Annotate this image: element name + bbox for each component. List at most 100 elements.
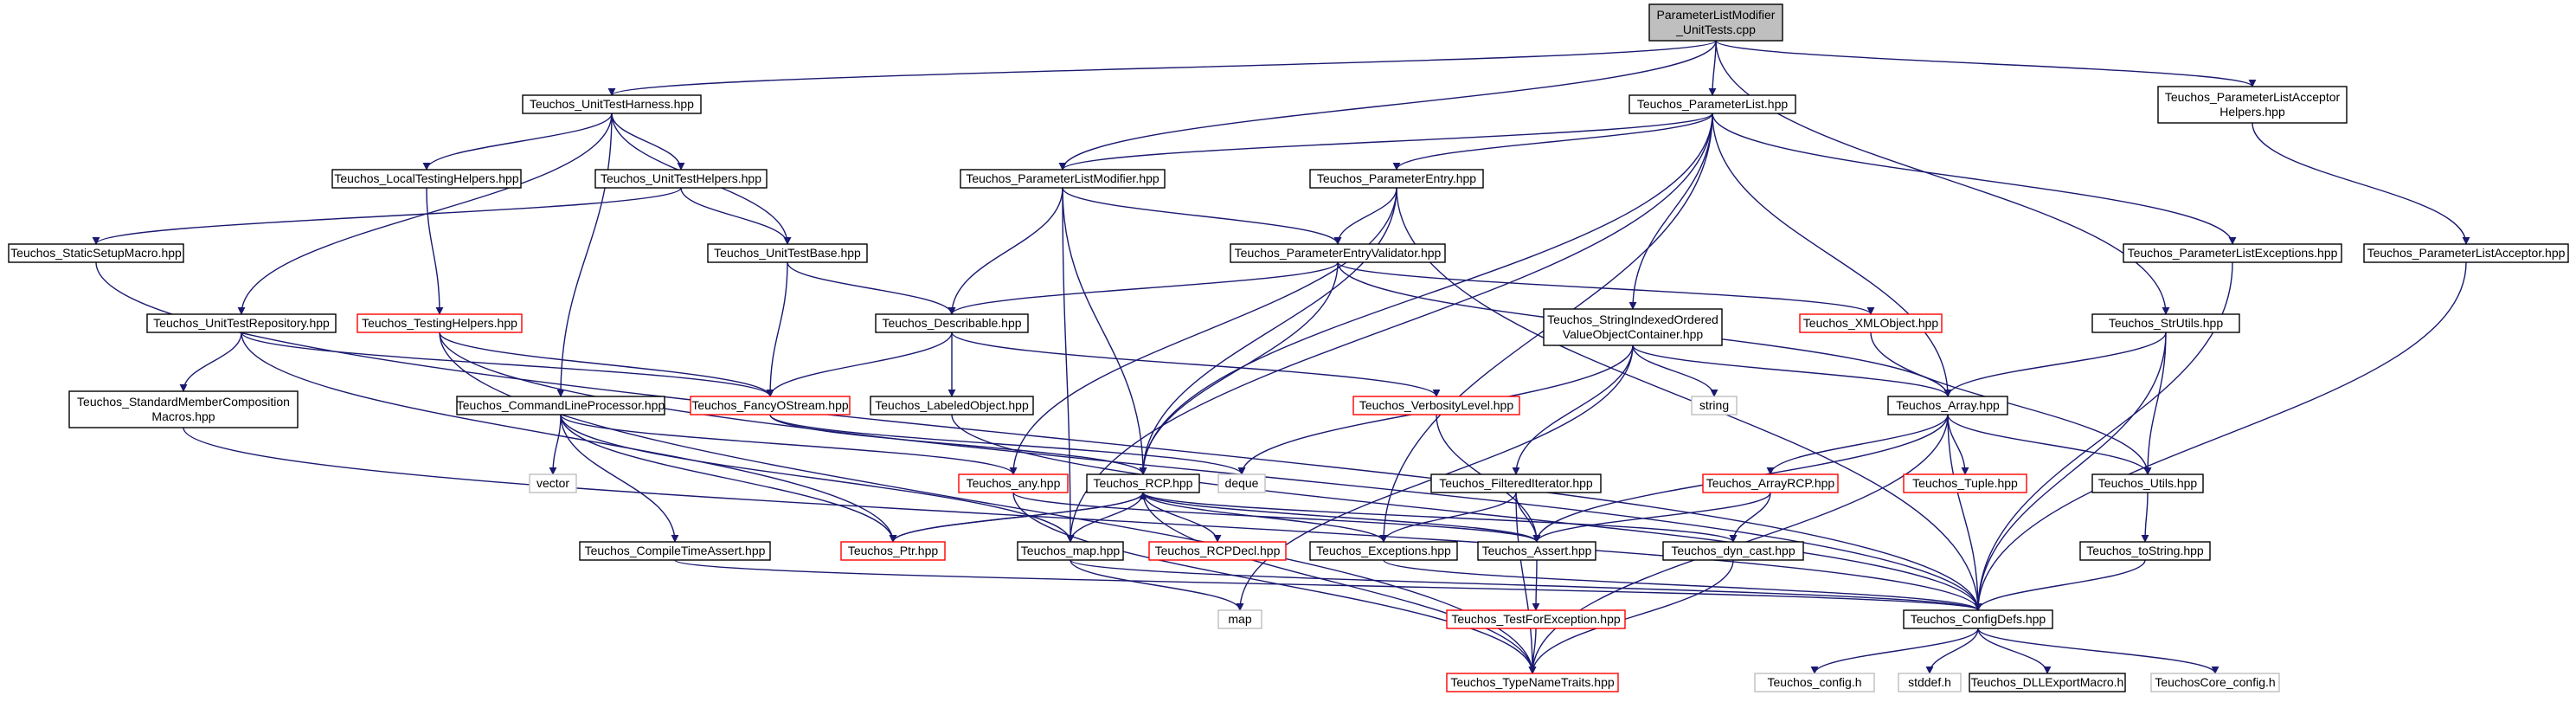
file-node-teuchos-describable-hpp[interactable]: Teuchos_Describable.hpp (875, 313, 1029, 333)
file-node-teuchos-unittestbase-hpp[interactable]: Teuchos_UnitTestBase.hpp (707, 243, 868, 263)
file-node-teuchos-utils-hpp[interactable]: Teuchos_Utils.hpp (2091, 473, 2204, 493)
node-label: Teuchos_FilteredIterator.hpp (1439, 476, 1593, 490)
node-label: Teuchos_Ptr.hpp (848, 544, 939, 557)
node-box (594, 169, 768, 189)
file-node-teuchos-unittestrepository-hpp[interactable]: Teuchos_UnitTestRepository.hpp (146, 313, 337, 333)
file-node-teuchos-xmlobject-hpp[interactable]: Teuchos_XMLObject.hpp (1799, 313, 1943, 333)
file-node-teuchos-filterediterator-hpp[interactable]: Teuchos_FilteredIterator.hpp (1430, 473, 1602, 493)
file-node-teuchos-commandlineprocessor-hpp[interactable]: Teuchos_CommandLineProcessor.hpp (456, 396, 665, 415)
file-node-teuchos-parameterlist-hpp[interactable]: Teuchos_ParameterList.hpp (1628, 94, 1796, 114)
file-node-teuchos-strutils-hpp[interactable]: Teuchos_StrUtils.hpp (2091, 313, 2240, 333)
edge-config-to-dllexp (1977, 628, 2052, 674)
node-label: Teuchos_LabeledObject.hpp (875, 398, 1029, 412)
node-box (1543, 308, 1723, 346)
file-node-teuchos-tuple-hpp[interactable]: Teuchos_Tuple.hpp (1903, 473, 2027, 493)
file-node-teuchos-parameterlistacceptor-hpp[interactable]: Teuchos_ParameterListAcceptor.hpp (2363, 243, 2569, 263)
node-box (579, 541, 771, 561)
node-box (875, 313, 1029, 333)
file-node-teuchos-parameterlistmodifier-hpp[interactable]: Teuchos_ParameterListModifier.hpp (960, 169, 1166, 189)
node-label: ValueObjectContainer.hpp (1563, 327, 1704, 341)
file-node-teuchos-parameterentryvalidator-hpp[interactable]: Teuchos_ParameterEntryValidator.hpp (1230, 243, 1446, 263)
file-node-teuchos-stringindexedorderedvalueobjectcontainer-hpp[interactable]: Teuchos_StringIndexedOrderedValueObjectC… (1543, 308, 1723, 346)
file-node-teuchos-ptr-hpp[interactable]: Teuchos_Ptr.hpp (840, 541, 946, 561)
edge-harness-to-localtest (422, 113, 613, 171)
edge-root-to-harness (607, 40, 1717, 96)
edge-exc-to-config (1383, 559, 1982, 611)
file-node-teuchos-rcpdecl-hpp[interactable]: Teuchos_RCPDecl.hpp (1148, 541, 1287, 561)
file-node-teuchos-parameterentry-hpp[interactable]: Teuchos_ParameterEntry.hpp (1309, 169, 1484, 189)
node-label: Teuchos_StaticSetupMacro.hpp (10, 246, 182, 260)
node-label: Teuchos_Describable.hpp (882, 316, 1021, 330)
edge-utrepo-to-fancy (241, 332, 774, 397)
file-node-teuchos-map-hpp[interactable]: Teuchos_map.hpp (1017, 541, 1124, 561)
file-node-teuchos-testinghelpers-hpp[interactable]: Teuchos_TestingHelpers.hpp (357, 313, 523, 333)
node-box (1309, 169, 1484, 189)
file-node-teuchos-verbositylevel-hpp[interactable]: Teuchos_VerbosityLevel.hpp (1352, 396, 1520, 415)
file-node-teuchoscore-config-h: TeuchosCore_config.h (2150, 673, 2280, 692)
node-box (1648, 3, 1783, 42)
node-box (1691, 396, 1738, 415)
node-box (2150, 673, 2280, 692)
edge-config-to-stddef (1925, 628, 1979, 674)
file-node-teuchos-unittesthelpers-hpp[interactable]: Teuchos_UnitTestHelpers.hpp (594, 169, 768, 189)
file-node-teuchos-array-hpp[interactable]: Teuchos_Array.hpp (1887, 396, 2008, 415)
node-label: Teuchos_StringIndexedOrdered (1547, 312, 1718, 326)
file-node-teuchos-localtestinghelpers-hpp[interactable]: Teuchos_LocalTestingHelpers.hpp (331, 169, 522, 189)
file-node-teuchos-fancyostream-hpp[interactable]: Teuchos_FancyOStream.hpp (690, 396, 851, 415)
node-box (1446, 609, 1626, 629)
edge-root-to-placchelp (1715, 40, 2257, 87)
file-node-teuchos-any-hpp[interactable]: Teuchos_any.hpp (958, 473, 1069, 493)
file-node-teuchos-dyn-cast-hpp[interactable]: Teuchos_dyn_cast.hpp (1662, 541, 1804, 561)
file-node-teuchos-assert-hpp[interactable]: Teuchos_Assert.hpp (1477, 541, 1596, 561)
node-label: Helpers.hpp (2219, 105, 2285, 119)
file-node-teuchos-unittestharness-hpp[interactable]: Teuchos_UnitTestHarness.hpp (522, 94, 702, 114)
file-node-teuchos-tostring-hpp[interactable]: Teuchos_toString.hpp (2079, 541, 2211, 561)
edge-clp-to-vector (549, 414, 562, 475)
node-box (2123, 243, 2342, 263)
edge-testhelp-to-tnt (439, 332, 1537, 674)
file-node-teuchos-dllexportmacro-h[interactable]: Teuchos_DLLExportMacro.h (1969, 673, 2126, 692)
edge-plist-to-pentry (1392, 113, 1713, 171)
node-label: Teuchos_XMLObject.hpp (1803, 316, 1939, 330)
file-node-teuchos-exceptions-hpp[interactable]: Teuchos_Exceptions.hpp (1309, 541, 1458, 561)
file-node-teuchos-typenametraits-hpp[interactable]: Teuchos_TypeNameTraits.hpp (1446, 673, 1619, 692)
node-label: ParameterListModifier (1657, 8, 1776, 22)
file-node-teuchos-labeledobject-hpp[interactable]: Teuchos_LabeledObject.hpp (870, 396, 1034, 415)
file-node-teuchos-testforexception-hpp[interactable]: Teuchos_TestForException.hpp (1446, 609, 1626, 629)
node-label: Teuchos_config.h (1768, 675, 1862, 689)
edge-plist-to-plexc (1712, 113, 2237, 245)
node-label: Teuchos_ArrayRCP.hpp (1706, 476, 1835, 490)
node-box (2091, 313, 2240, 333)
file-node-teuchos-rcp-hpp[interactable]: Teuchos_RCP.hpp (1086, 473, 1200, 493)
file-node-teuchos-compiletimeassert-hpp[interactable]: Teuchos_CompileTimeAssert.hpp (579, 541, 771, 561)
edge-uthelpers-to-static (92, 187, 682, 245)
file-node-teuchos-staticsetupmacro-hpp[interactable]: Teuchos_StaticSetupMacro.hpp (8, 243, 184, 263)
node-box (1903, 473, 2027, 493)
edge-rcp-to-assert (1142, 492, 1541, 543)
file-node-parameterlistmodifier-unittests-cpp[interactable]: ParameterListModifier_UnitTests.cpp (1648, 3, 1783, 42)
node-box (1446, 673, 1619, 692)
edge-clp-to-map_hpp (560, 414, 1075, 543)
edge-plist-to-rcp (1139, 113, 1713, 475)
node-label: Teuchos_Exceptions.hpp (1316, 544, 1451, 557)
node-box (1230, 243, 1446, 263)
edge-rcp-to-tnt (1142, 492, 1537, 674)
edge-utrepo-to-stdmem (179, 332, 242, 392)
file-node-teuchos-parameterlistexceptions-hpp[interactable]: Teuchos_ParameterListExceptions.hpp (2123, 243, 2342, 263)
node-label: Teuchos_ParameterListAcceptor (2165, 90, 2341, 104)
node-box (68, 390, 299, 428)
edge-utbase-to-describ (787, 261, 956, 315)
node-label: Teuchos_StandardMemberComposition (77, 395, 290, 409)
node-box (870, 396, 1034, 415)
edge-uthelpers-to-utbase (680, 187, 792, 245)
file-node-teuchos-standardmembercompositionmacros-hpp[interactable]: Teuchos_StandardMemberCompositionMacros.… (68, 390, 299, 428)
edge-filtiter-to-tnt (1515, 492, 1537, 674)
node-box (1086, 473, 1200, 493)
edge-tostring-to-config (1974, 559, 2146, 611)
file-node-teuchos-configdefs-hpp[interactable]: Teuchos_ConfigDefs.hpp (1903, 609, 2053, 629)
node-box (357, 313, 523, 333)
file-node-teuchos-arrayrcp-hpp[interactable]: Teuchos_ArrayRCP.hpp (1702, 473, 1839, 493)
node-box (331, 169, 522, 189)
node-label: Teuchos_DLLExportMacro.h (1971, 675, 2124, 689)
